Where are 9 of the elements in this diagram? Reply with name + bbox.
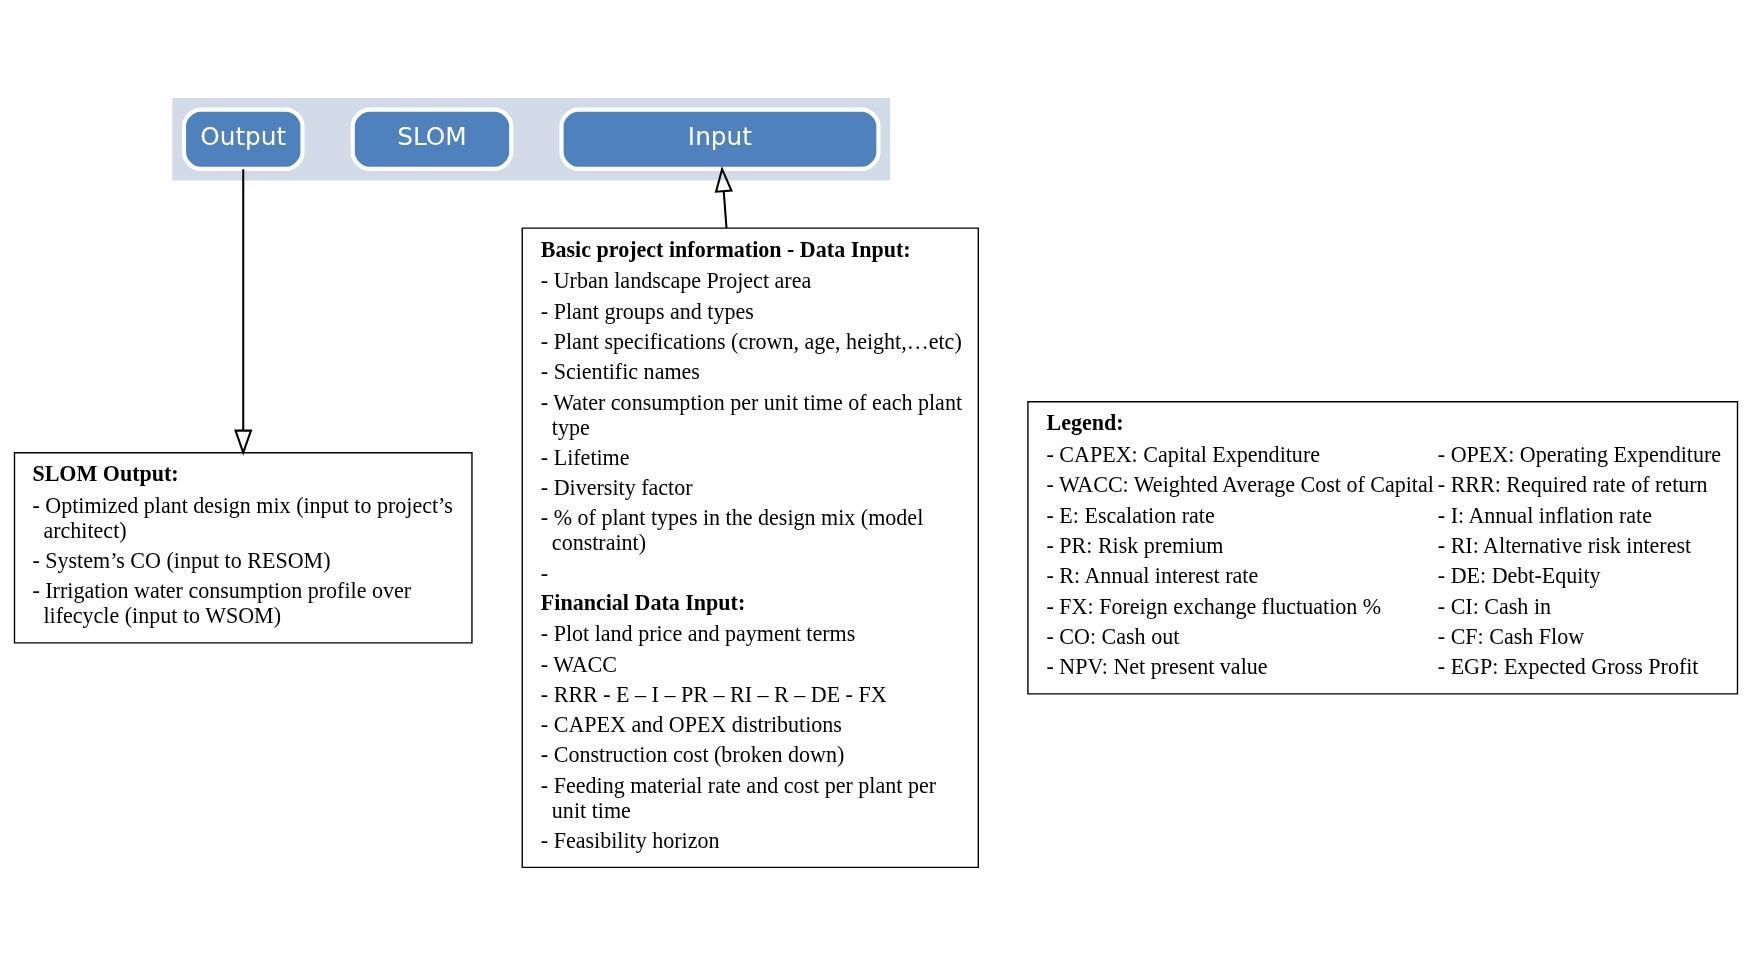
arrow [233,168,252,456]
node-box: Input [558,107,880,171]
node-box: SLOM Output: - Optimized plant design mix (input to project’s architect) - System’s CO (input to RESOM) - Irrigation water consumption profile over lifecycle (input to WSOM) [13,451,473,644]
cluster [171,97,890,181]
node-box: Output [181,107,305,171]
node-box: SLOM [350,107,513,171]
node-box: Legend: - CAPEX: Capital Expenditure - OPEX: Operating Expenditure - WACC: Weighted Average Cost of Capital - RRR: Required rate of return - E: Escalation rate - I: Annual inflation rate - PR: Risk premium - RI: Alternative risk interest - R: Annual interest rate - DE: Debt-Equity - FX: Foreign exchange fluctuation % - CI: Cash in - CO: Cash out - CF: Cash Flow - NPV: Net present value - EGP: Expected Gross Profit [1026,400,1738,694]
node-box: Basic project information - Data Input: - Urban landscape Project area - Plant groups and types - Plant specifications (crown, age, height,…etc) - Scientific names - Water consumption per unit time of each plant type - Lifetime - Diversity factor - % of plant types in the design mix (model constraint) - Financial Data Input: - Plot land price and payment terms - WACC - RRR - E – I – PR – RI – R – DE - FX - CAPEX and OPEX distributions - Construction cost (broken down) - Feeding material rate and cost per plant per unit time - Feasibility horizon [521,226,979,868]
arrow [714,165,733,228]
